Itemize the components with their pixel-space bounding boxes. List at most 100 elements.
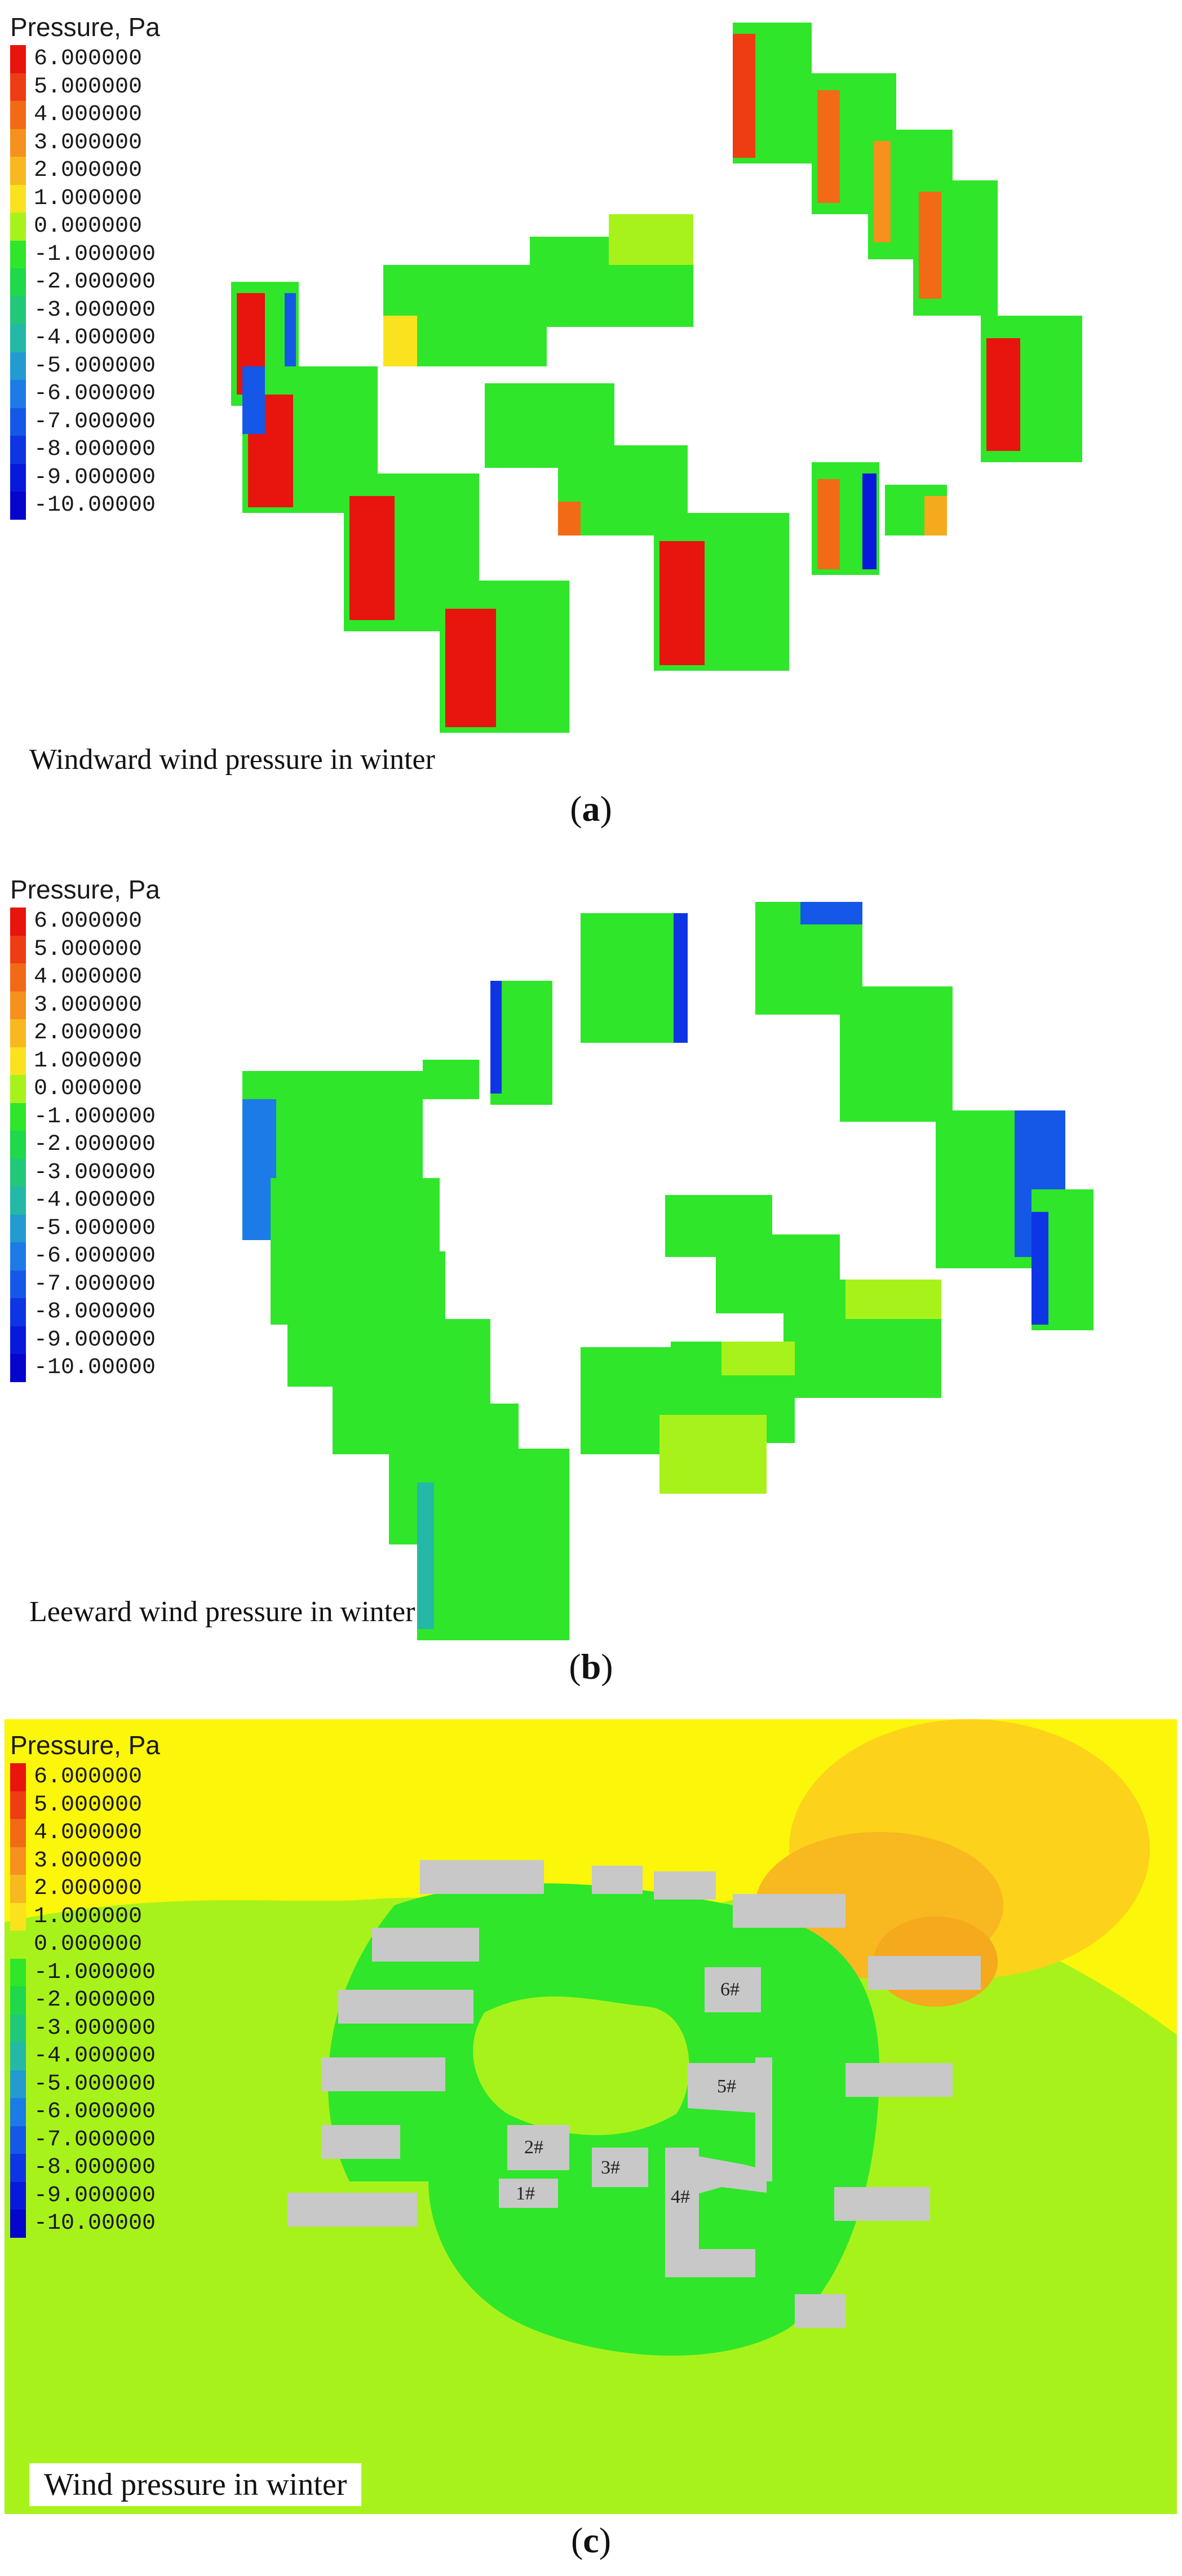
legend-label: -2.000000 <box>34 1988 156 2013</box>
legend-swatch <box>10 1047 26 1075</box>
legend-row: -3.000000 <box>10 296 160 324</box>
legend-row: -6.000000 <box>10 1242 160 1271</box>
legend-swatch <box>10 101 26 129</box>
legend-label: -7.000000 <box>34 409 156 435</box>
legend-row: 1.000000 <box>10 184 160 213</box>
legend-swatch <box>10 1103 26 1131</box>
legend-swatch <box>10 296 26 324</box>
building-label-6: 6# <box>720 1979 740 2000</box>
legend-label: -5.000000 <box>34 2071 156 2097</box>
legend-swatch <box>10 45 26 73</box>
legend-label: -6.000000 <box>34 381 156 407</box>
legend-swatch <box>10 2154 26 2182</box>
legend-title: Pressure, Pa <box>10 1730 160 1760</box>
legend-swatch <box>10 129 26 157</box>
legend-row: 5.000000 <box>10 935 160 963</box>
legend-row: -8.000000 <box>10 1298 160 1326</box>
legend-row: 5.000000 <box>10 73 160 101</box>
legend-row: -6.000000 <box>10 2098 160 2126</box>
legend-row: 0.000000 <box>10 1075 160 1103</box>
panel-a-buildings <box>231 23 1082 733</box>
building-label-4: 4# <box>671 2186 690 2207</box>
legend-label: -3.000000 <box>34 297 156 323</box>
legend-label: -5.000000 <box>34 1215 156 1241</box>
legend-row: -8.000000 <box>10 436 160 464</box>
legend-row: 6.000000 <box>10 908 160 936</box>
legend-swatch <box>10 1354 26 1382</box>
panel-b-label: (b) <box>569 1646 613 1687</box>
legend-swatch <box>10 1875 26 1903</box>
legend-label: -2.000000 <box>34 1132 156 1158</box>
legend-row: -1.000000 <box>10 1958 160 1986</box>
legend-label: -4.000000 <box>34 325 156 351</box>
legend-row: 2.000000 <box>10 1875 160 1903</box>
legend-row: -4.000000 <box>10 2042 160 2070</box>
legend-row: -7.000000 <box>10 2126 160 2154</box>
legend-label: 2.000000 <box>34 1020 143 1046</box>
legend-label: 6.000000 <box>34 46 143 72</box>
legend-row: -9.000000 <box>10 463 160 492</box>
legend-row: 2.000000 <box>10 1019 160 1047</box>
legend-label: -10.00000 <box>34 493 156 519</box>
legend-swatch <box>10 1791 26 1819</box>
legend-label: 3.000000 <box>34 130 143 156</box>
legend-row: -2.000000 <box>10 1986 160 2015</box>
legend-swatch <box>10 1214 26 1242</box>
legend-title: Pressure, Pa <box>10 12 160 42</box>
legend-label: -3.000000 <box>34 1159 156 1185</box>
legend-swatch <box>10 1242 26 1271</box>
building-label-1: 1# <box>516 2183 535 2204</box>
legend-row: -4.000000 <box>10 1187 160 1215</box>
legend-swatch <box>10 935 26 963</box>
legend-label: -2.000000 <box>34 269 156 295</box>
building-6 <box>705 1967 761 2012</box>
legend-label: 5.000000 <box>34 1792 143 1818</box>
legend-row: 5.000000 <box>10 1791 160 1819</box>
legend-swatch <box>10 324 26 352</box>
legend-title: Pressure, Pa <box>10 875 160 904</box>
legend-row: -5.000000 <box>10 2070 160 2098</box>
legend-swatch <box>10 1986 26 2015</box>
legend-swatch <box>10 2014 26 2042</box>
legend-label: 5.000000 <box>34 74 143 100</box>
legend-label: 2.000000 <box>34 158 143 184</box>
legend-row: -10.00000 <box>10 1354 160 1382</box>
legend-label: 1.000000 <box>34 1048 143 1074</box>
legend-row: 4.000000 <box>10 1819 160 1847</box>
legend-label: 2.000000 <box>34 1876 143 1902</box>
legend-row: -3.000000 <box>10 2014 160 2042</box>
legend-swatch <box>10 1931 26 1959</box>
legend-label: -1.000000 <box>34 241 156 267</box>
legend-swatch <box>10 2126 26 2154</box>
legend-swatch <box>10 436 26 464</box>
legend-swatch <box>10 184 26 213</box>
building-1 <box>499 2179 558 2208</box>
legend-row: -9.000000 <box>10 2181 160 2210</box>
building-label-3: 3# <box>601 2157 620 2178</box>
panel-b-render <box>242 902 1094 1640</box>
building-labels: 1# 2# 3# 4# 5# 6# <box>516 1979 740 2207</box>
legend-row: -7.000000 <box>10 408 160 436</box>
legend-label: 3.000000 <box>34 1848 143 1874</box>
legend-label: -9.000000 <box>34 1327 156 1353</box>
panel-c-label: (c) <box>570 2520 612 2560</box>
legend-row: -2.000000 <box>10 1131 160 1159</box>
legend-row: 0.000000 <box>10 1931 160 1959</box>
legend-label: -1.000000 <box>34 1959 156 1985</box>
building-label-2: 2# <box>524 2137 543 2158</box>
legend-row: -7.000000 <box>10 1270 160 1298</box>
legend-swatch <box>10 2210 26 2238</box>
legend-row: 3.000000 <box>10 991 160 1019</box>
legend-label: 0.000000 <box>34 214 143 240</box>
legend-label: 6.000000 <box>34 1764 143 1790</box>
legend-label: -6.000000 <box>34 2099 156 2125</box>
legend-swatch <box>10 1131 26 1159</box>
legend-swatch <box>10 1158 26 1187</box>
legend-row: -3.000000 <box>10 1158 160 1187</box>
legend-swatch <box>10 2098 26 2126</box>
legend-label: -8.000000 <box>34 1299 156 1325</box>
